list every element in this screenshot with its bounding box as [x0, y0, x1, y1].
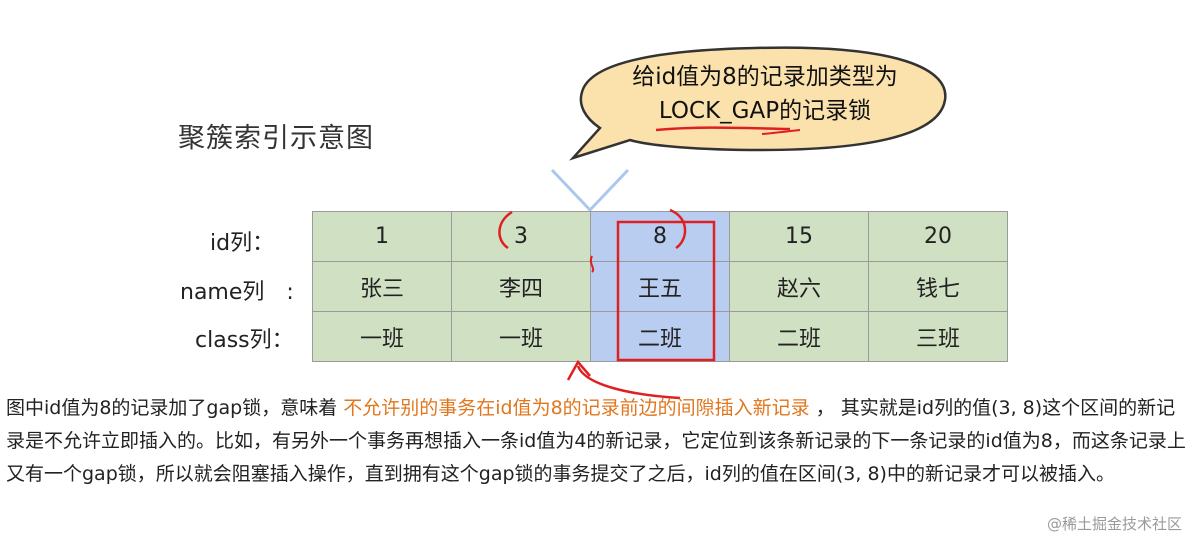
explanation-paragraph: 图中id值为8的记录加了gap锁，意味着 不允许别的事务在id值为8的记录前边的…: [6, 392, 1186, 491]
red-underline: [655, 126, 791, 132]
red-arrow-head-icon: [566, 359, 591, 381]
para-highlight: 不允许别的事务在id值为8的记录前边的间隙插入新记录: [343, 397, 810, 419]
red-arrow-to-gap: [576, 365, 681, 400]
red-arc-gap: [589, 255, 595, 273]
callout-text: 给id值为8的记录加类型为 LOCK_GAP的记录锁: [600, 60, 930, 128]
table-row-id: 1 3 8 15 20: [312, 211, 1008, 262]
cell-name: 张三: [312, 261, 452, 312]
red-arc-right: [669, 208, 687, 250]
para-part-1: 图中id值为8的记录加了gap锁，意味着: [6, 397, 344, 419]
cell-class: 二班: [729, 311, 869, 362]
table-row-class: 一班 一班 二班 二班 三班: [312, 311, 1008, 362]
row-label-name: name列 :: [180, 280, 294, 305]
cell-name-highlighted: 王五: [590, 261, 730, 312]
callout-line-1: 给id值为8的记录加类型为: [632, 64, 898, 90]
cell-class: 一班: [451, 311, 591, 362]
red-arc-left: [498, 210, 513, 250]
table-row-name: 张三 李四 王五 赵六 钱七: [312, 261, 1008, 312]
watermark: @稀土掘金技术社区: [1046, 515, 1182, 533]
row-label-class: class列：: [195, 328, 294, 353]
cell-name: 赵六: [729, 261, 869, 312]
red-underline-hook: [761, 129, 801, 135]
cell-name: 钱七: [868, 261, 1008, 312]
cell-id-highlighted: 8: [590, 211, 730, 262]
row-label-id: id列：: [210, 231, 275, 256]
pointer-v-icon: [550, 168, 630, 213]
cell-id: 1: [312, 211, 452, 262]
cell-id: 3: [451, 211, 591, 262]
cell-id: 15: [729, 211, 869, 262]
para-part-2: ， 其实就是id列的值(3, 8)这个区间的新记录是不允许立即插入的。比如，有另…: [6, 397, 1186, 485]
red-box-around-id-8: [616, 220, 716, 362]
cell-id: 20: [868, 211, 1008, 262]
cell-class: 一班: [312, 311, 452, 362]
diagram-title: 聚簇索引示意图: [178, 123, 374, 154]
cell-name: 李四: [451, 261, 591, 312]
cell-class: 三班: [868, 311, 1008, 362]
callout-line-2: LOCK_GAP的记录锁: [658, 98, 872, 124]
clustered-index-table: 1 3 8 15 20 张三 李四 王五 赵六 钱七 一班 一班 二班 二班 三…: [312, 211, 1008, 362]
